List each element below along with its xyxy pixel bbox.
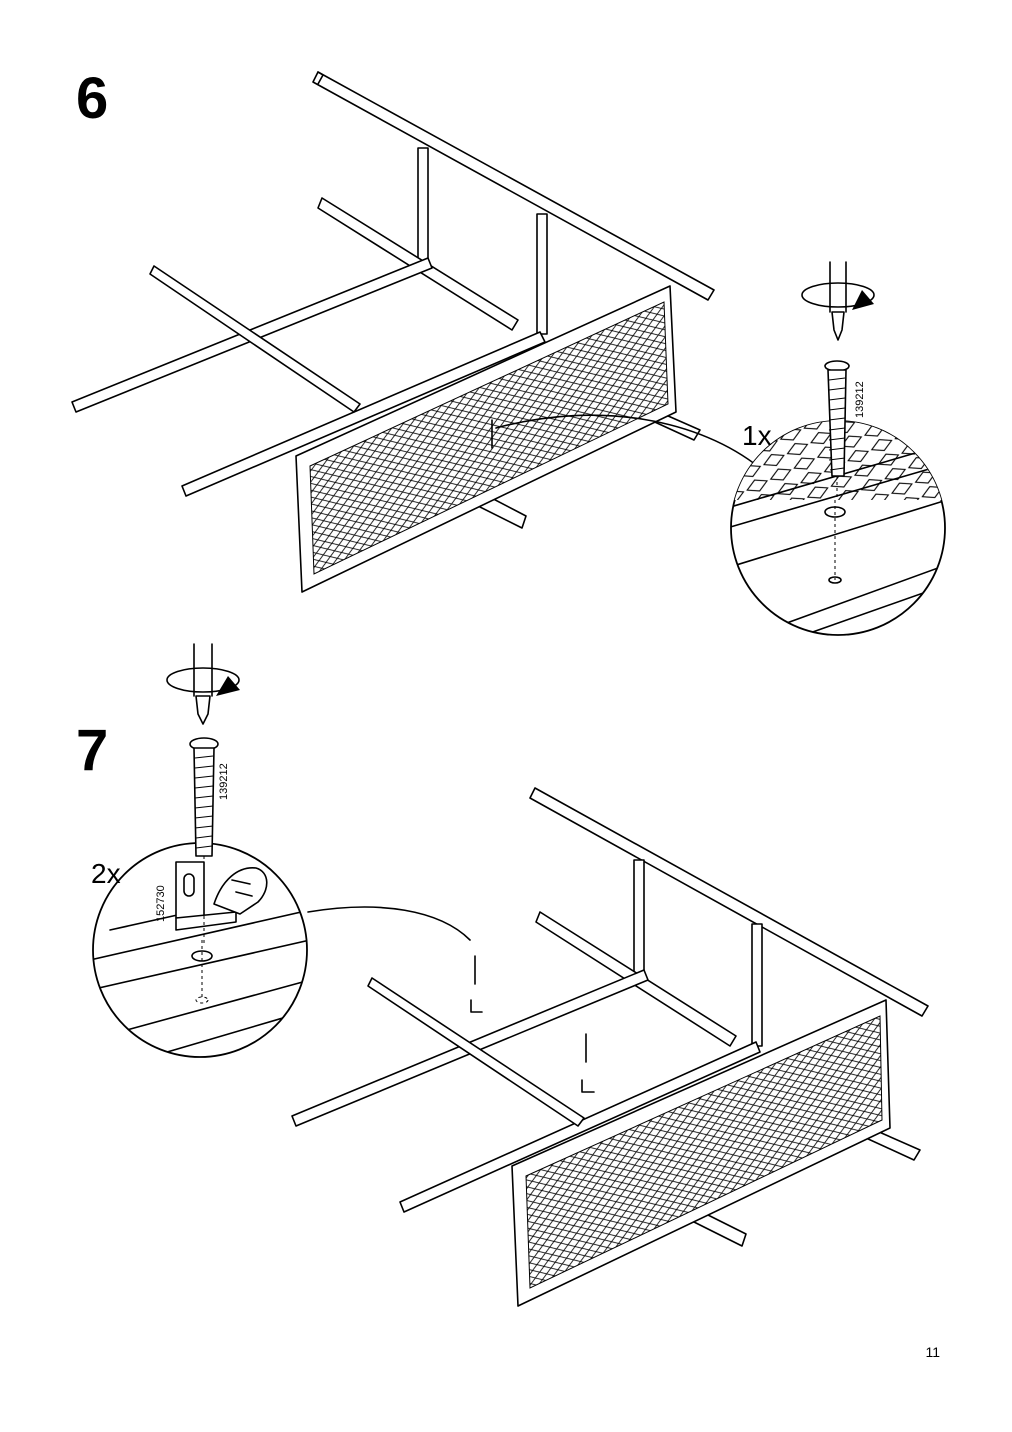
step-7-number: 7 (76, 718, 109, 783)
step-7-bracket-code: 152730 (155, 885, 167, 922)
step7-rail-b (399, 1041, 761, 1213)
step6-post-right (536, 213, 548, 335)
hand-press-icon (213, 867, 268, 915)
step7-post-right (751, 923, 763, 1047)
screw-icon (824, 360, 850, 500)
step-6-number: 6 (76, 66, 109, 131)
step7-top-rail (529, 787, 929, 1017)
l-bracket-icon (175, 861, 237, 931)
step-7-screw-code: 139212 (218, 763, 230, 800)
step7-small-screw-1 (470, 955, 483, 1013)
page-number: 11 (925, 1344, 940, 1360)
screw-icon (189, 737, 219, 946)
step7-callout-line (307, 906, 471, 941)
step-6-quantity: 1x (742, 420, 772, 451)
step7-small-screw-2 (581, 1033, 595, 1093)
step7-diagonal-rail (367, 977, 585, 1127)
screwdriver-rotate-clockwise-icon (801, 261, 875, 341)
step6-diagonal-rail (149, 265, 361, 413)
step7-post-left (633, 859, 645, 979)
step6-callout-line (495, 414, 761, 469)
step6-mesh-panel (295, 285, 677, 593)
step7-mesh-panel (511, 999, 891, 1307)
step6-top-rail (312, 71, 715, 301)
screwdriver-rotate-clockwise-icon (166, 643, 240, 725)
step-7-quantity: 2x (91, 858, 121, 889)
